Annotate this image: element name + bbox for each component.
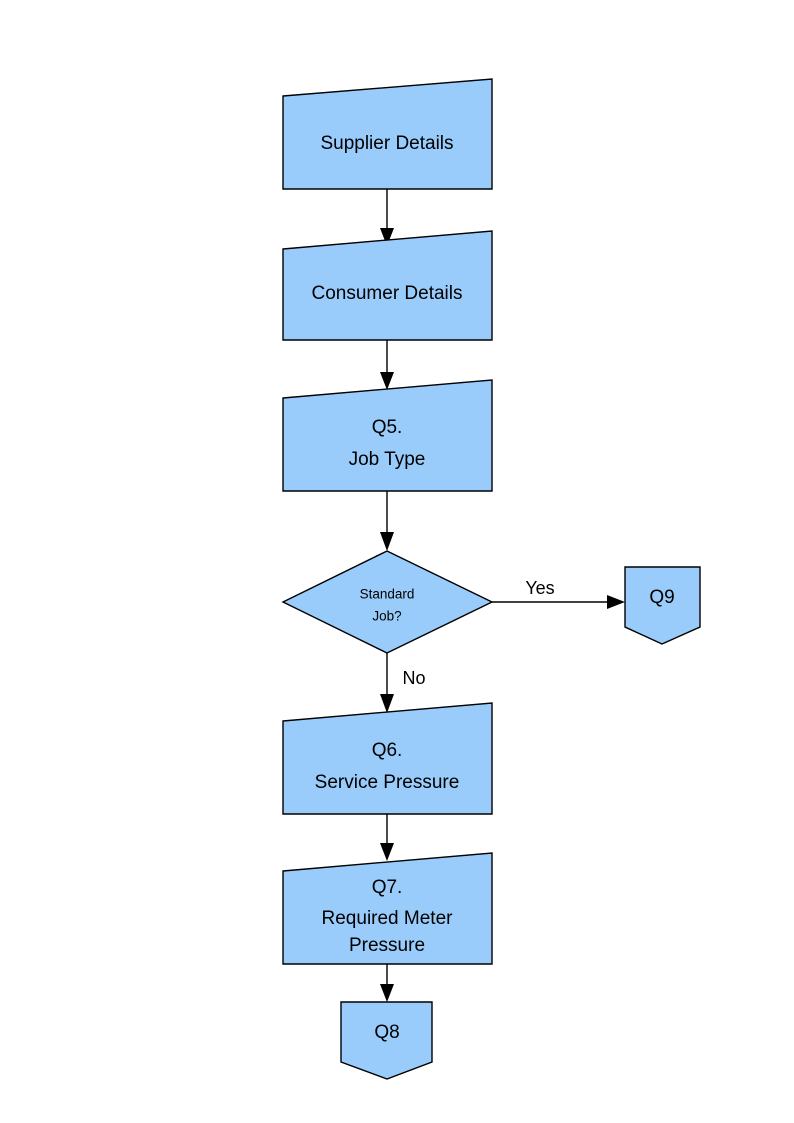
manual-input-shape[interactable] (282, 78, 493, 190)
manual-input-shape[interactable] (282, 852, 493, 965)
node-consumer-details[interactable]: Consumer Details (282, 230, 493, 341)
edge-label-no: No (402, 668, 425, 688)
node-supplier-details-label: Supplier Details (320, 133, 453, 154)
edge-consumer-to-q5 (380, 340, 394, 390)
node-q8-connector[interactable]: Q8 (340, 1001, 433, 1080)
edge-q6-to-q7 (380, 814, 394, 861)
node-standard-job-decision[interactable]: Standard Job? (281, 550, 494, 654)
node-standard-job-label-line1: Standard (360, 587, 415, 602)
node-q8-label: Q8 (374, 1022, 399, 1043)
node-q6-label-line1: Q6. (372, 740, 403, 761)
node-q5-job-type-label-line2: Job Type (349, 449, 426, 470)
edge-decision-no-to-q6 (380, 653, 394, 713)
manual-input-shape[interactable] (282, 702, 493, 815)
node-q5-job-type-label-line1: Q5. (372, 417, 403, 438)
node-q7-required-meter-pressure[interactable]: Q7. Required Meter Pressure (282, 852, 493, 965)
decision-diamond-shape[interactable] (281, 550, 494, 654)
node-supplier-details[interactable]: Supplier Details (282, 78, 493, 190)
off-page-connector-shape[interactable] (624, 566, 701, 645)
node-q9-label: Q9 (649, 587, 674, 608)
node-q7-label-line3: Pressure (349, 935, 425, 956)
node-standard-job-label-line2: Job? (372, 609, 401, 624)
edge-q5-to-decision (380, 491, 394, 551)
edge-label-yes: Yes (525, 578, 554, 598)
node-q6-service-pressure[interactable]: Q6. Service Pressure (282, 702, 493, 815)
node-q6-label-line2: Service Pressure (315, 772, 460, 793)
manual-input-shape[interactable] (282, 230, 493, 341)
edge-supplier-to-consumer (380, 189, 394, 246)
manual-input-shape[interactable] (282, 379, 493, 492)
edge-decision-yes-to-q9 (492, 595, 625, 609)
node-q7-label-line2: Required Meter (322, 908, 454, 929)
node-q5-job-type[interactable]: Q5. Job Type (282, 379, 493, 492)
node-q9-connector[interactable]: Q9 (624, 566, 701, 645)
node-q7-label-line1: Q7. (372, 877, 403, 898)
off-page-connector-shape[interactable] (340, 1001, 433, 1080)
node-consumer-details-label: Consumer Details (312, 283, 463, 304)
edge-q7-to-q8 (380, 964, 394, 1002)
